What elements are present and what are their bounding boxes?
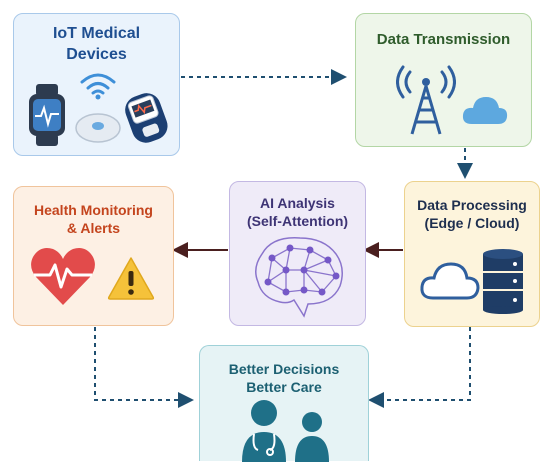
ai-title: AI Analysis (Self-Attention) <box>230 194 365 230</box>
arrow-processing-to-decisions <box>368 327 471 408</box>
iot-title-line1: IoT Medical <box>52 25 141 42</box>
ai-analysis-node: AI Analysis (Self-Attention) <box>229 181 366 326</box>
ai-title-line1: AI Analysis <box>260 195 335 211</box>
iot-title: IoT Medical Devices <box>14 24 179 66</box>
transmission-title: Data Transmission <box>376 31 511 48</box>
arrow-monitoring-to-decisions <box>94 327 194 408</box>
warning-icon <box>107 257 155 300</box>
decisions-title-line2: Better Care <box>246 379 322 396</box>
heart-pulse-icon <box>31 248 95 305</box>
monitoring-title-line1: Health Monitoring <box>34 202 153 218</box>
pulse-oximeter-icon <box>125 93 168 143</box>
doctor-icon <box>242 400 286 462</box>
iot-devices-node: IoT Medical Devices <box>13 13 180 156</box>
data-processing-node: Data Processing (Edge / Cloud) <box>404 181 540 327</box>
processing-title-line1: Data Processing <box>417 197 527 213</box>
processing-title-line2: (Edge / Cloud) <box>424 215 520 232</box>
better-decisions-node: Better Decisions Better Care <box>199 345 369 462</box>
ai-title-line2: (Self-Attention) <box>246 213 349 230</box>
smartwatch-icon <box>29 84 65 146</box>
cell-tower-icon <box>396 65 456 135</box>
monitoring-title: Health Monitoring & Alerts <box>14 201 173 237</box>
cloud-icon <box>420 262 480 300</box>
database-icon <box>483 249 523 314</box>
neural-network-brain-icon <box>255 237 343 318</box>
health-monitoring-node: Health Monitoring & Alerts <box>13 186 174 326</box>
decisions-title: Better Decisions Better Care <box>200 360 368 396</box>
sensor-icon <box>75 113 121 143</box>
monitoring-title-line2: & Alerts <box>66 220 121 237</box>
decisions-title-line1: Better Decisions <box>228 361 340 377</box>
wifi-icon <box>80 73 116 100</box>
cloud-icon <box>462 97 508 124</box>
iot-title-line2: Devices <box>66 45 127 63</box>
patient-icon <box>295 412 329 462</box>
processing-title: Data Processing (Edge / Cloud) <box>405 196 539 232</box>
data-transmission-node: Data Transmission <box>355 13 532 147</box>
